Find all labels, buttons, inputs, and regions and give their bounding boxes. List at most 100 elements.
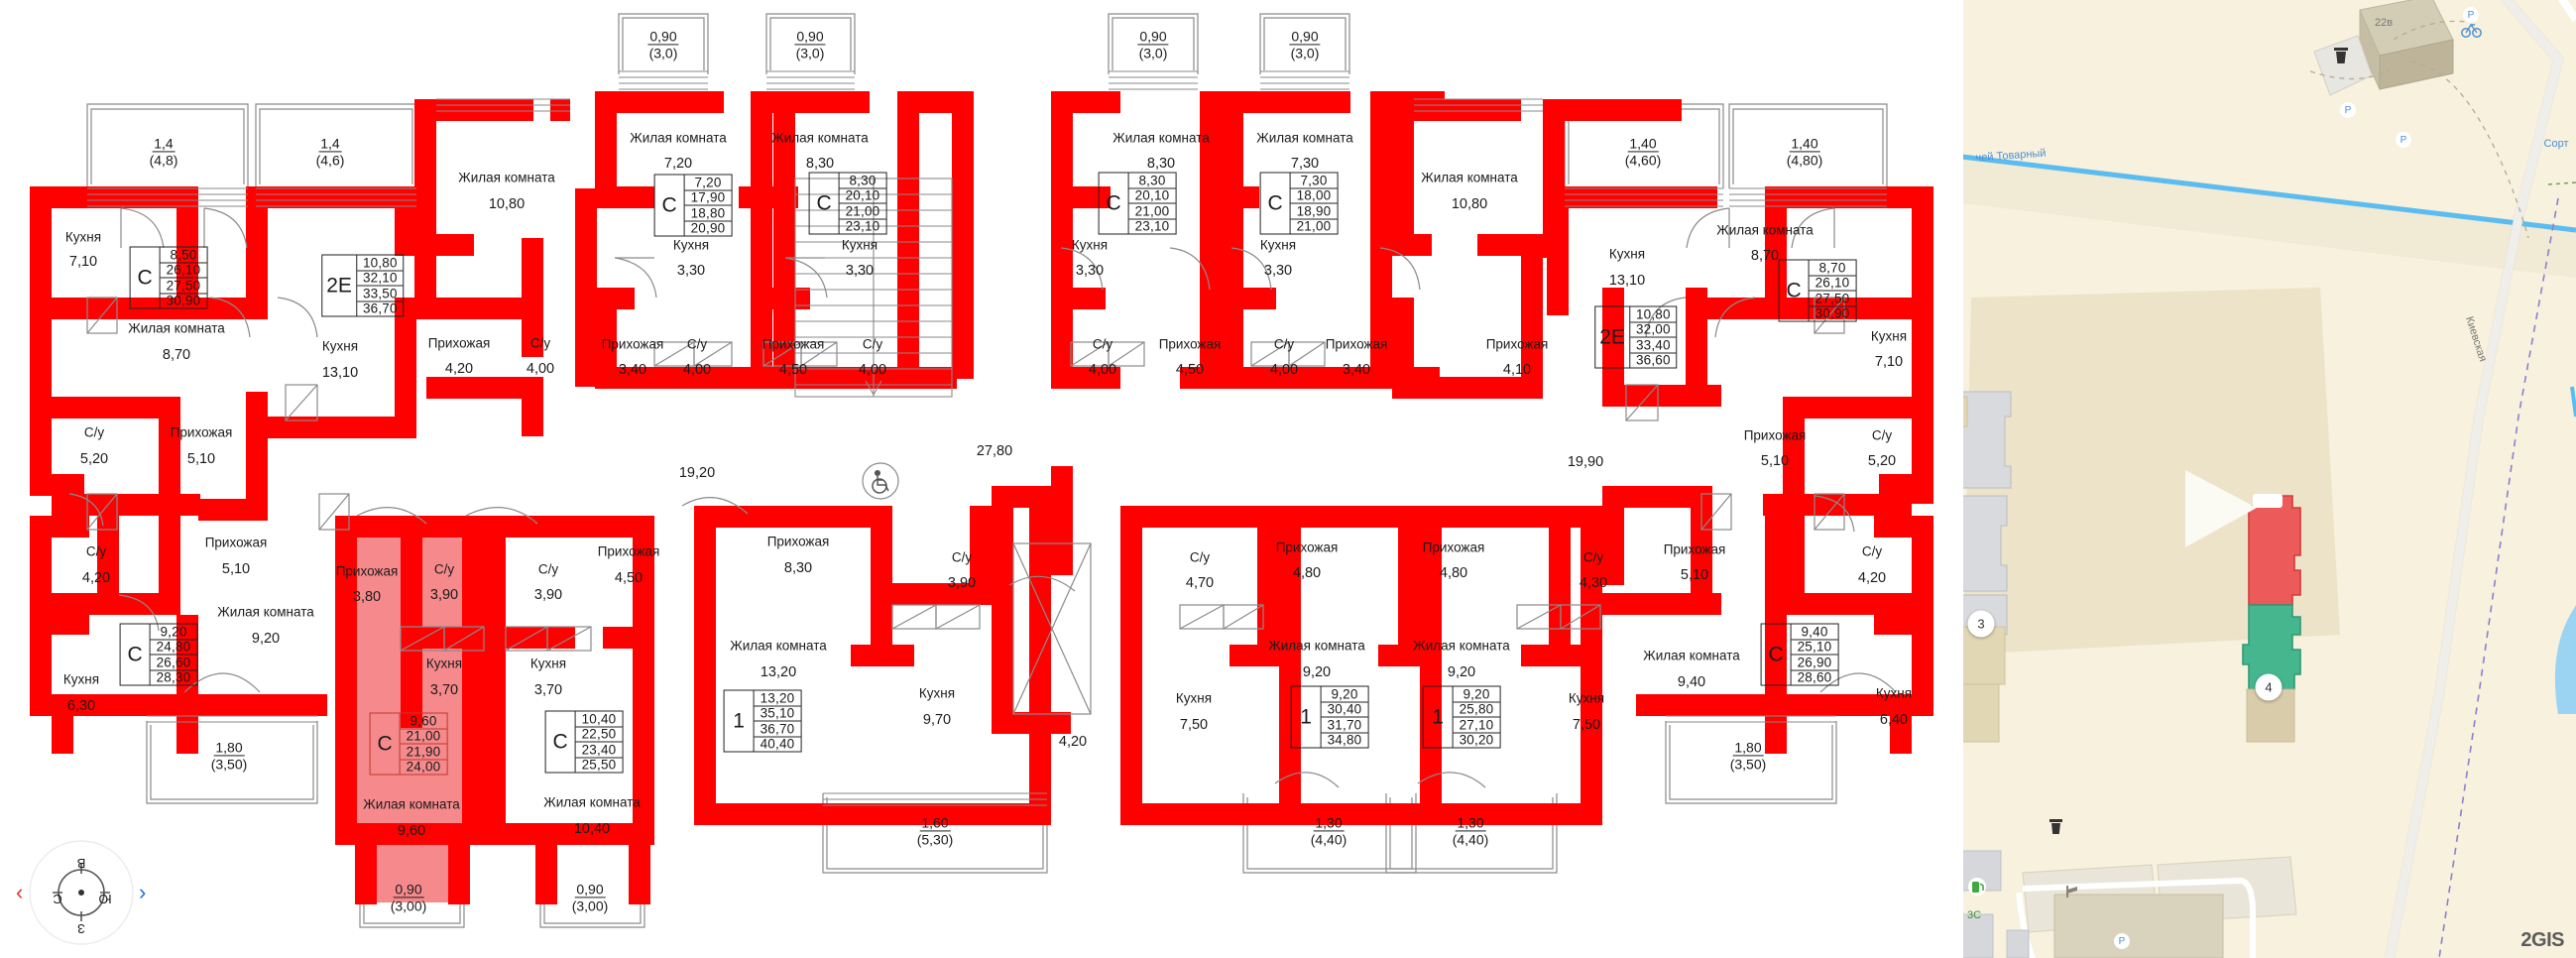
map-building-marker[interactable]: 3 bbox=[1967, 610, 1995, 638]
apartment-area-value: 32,00 bbox=[1629, 322, 1677, 338]
apartment-area-value: 36,70 bbox=[362, 300, 398, 316]
trash-icon-bottom bbox=[2049, 819, 2062, 834]
balcony-dimension-total: (3,0) bbox=[648, 45, 678, 61]
apartment-area-value: 9,60 bbox=[400, 714, 447, 729]
parking-pin-1[interactable]: P bbox=[2463, 7, 2479, 23]
apartment-area-value: 23,10 bbox=[1134, 218, 1170, 234]
apartment-area-value: 35,10 bbox=[754, 706, 801, 722]
balcony-dimension-value: 0,90 bbox=[794, 28, 826, 46]
parking-pin-4[interactable]: P bbox=[2114, 933, 2130, 949]
apartment-area-value: 18,80 bbox=[684, 206, 732, 221]
apartment-area-value: 30,90 bbox=[166, 293, 201, 308]
apartment-area-value: 21,00 bbox=[400, 729, 447, 745]
apartment-area-value: 33,40 bbox=[1629, 338, 1677, 353]
compass-next-button[interactable]: › bbox=[139, 880, 147, 904]
balcony-dimension-total: (5,30) bbox=[916, 831, 954, 848]
balcony-dimension: 1,30(4,40) bbox=[1311, 814, 1347, 847]
balcony-dimension: 1,30(4,40) bbox=[1453, 814, 1489, 847]
balcony-dimension: 0,90(3,0) bbox=[1137, 28, 1169, 61]
apartment-type-label: 1 bbox=[1424, 686, 1454, 748]
apartment-area-value: 18,90 bbox=[1290, 204, 1338, 219]
apartment-area-value: 24,00 bbox=[406, 759, 441, 775]
balcony-dimension-value: 1,80 bbox=[1732, 739, 1764, 757]
apartment-type-label: 1 bbox=[725, 690, 755, 752]
floor-plan-panel[interactable]: 1,4(4,8)1,4(4,6)0,90(3,0)0,90(3,0)0,90(3… bbox=[0, 0, 1963, 958]
apartment-area-value: 8,50 bbox=[160, 248, 207, 263]
apartment-area-value: 26,60 bbox=[150, 656, 197, 670]
apartment-area-value: 28,60 bbox=[1797, 669, 1832, 685]
apartment-area-value: 21,90 bbox=[400, 745, 447, 760]
apartment-type-label: С bbox=[1100, 173, 1129, 234]
balcony-dimension: 1,80(3,50) bbox=[1730, 739, 1767, 772]
balcony-outlines bbox=[86, 13, 1888, 928]
balcony-dimension-total: (3,0) bbox=[1290, 45, 1320, 61]
balcony-dimension-value: 1,80 bbox=[213, 739, 245, 757]
balcony-dimension-total: (4,40) bbox=[1452, 831, 1489, 848]
apartment-area-value: 21,00 bbox=[1296, 218, 1332, 234]
balcony-dimension: 1,40(4,60) bbox=[1625, 135, 1662, 168]
apartment-area-value: 30,40 bbox=[1321, 702, 1368, 718]
apartment-area-value: 18,00 bbox=[1290, 188, 1338, 204]
apartment-area-value: 34,80 bbox=[1327, 732, 1362, 748]
apartment-area-value: 21,00 bbox=[1128, 204, 1176, 219]
balcony-dimension-value: 1,30 bbox=[1313, 814, 1345, 832]
balcony-dimension-total: (3,50) bbox=[210, 756, 248, 773]
balcony-dimension-total: (3,00) bbox=[390, 898, 427, 914]
apartment-area-value: 10,40 bbox=[575, 712, 623, 727]
apartment-type-label: С bbox=[1261, 173, 1291, 234]
apartment-type-label: 2Е bbox=[1595, 306, 1630, 368]
apartment-area-value: 21,00 bbox=[839, 204, 886, 219]
apartment-type-label: 2Е bbox=[322, 255, 357, 316]
balcony-dimension: 1,80(3,50) bbox=[211, 739, 248, 772]
apartment-area-value: 26,10 bbox=[160, 263, 207, 279]
parking-pin-2[interactable]: P bbox=[2340, 102, 2356, 118]
apartment-area-value: 27,50 bbox=[160, 279, 207, 294]
map-drawing bbox=[1963, 0, 2576, 958]
map-street-label: Сорт bbox=[2543, 138, 2569, 150]
apartment-area-value: 9,20 bbox=[150, 625, 197, 640]
apartment-area-value: 7,30 bbox=[1290, 174, 1338, 188]
balcony-dimension-value: 0,90 bbox=[1289, 28, 1321, 46]
apartment-area-value: 9,20 bbox=[1321, 687, 1368, 702]
apartment-area-value: 31,70 bbox=[1321, 718, 1368, 733]
balcony-dimension-total: (3,50) bbox=[1729, 756, 1767, 773]
apartment-area-value: 32,10 bbox=[356, 271, 404, 287]
balcony-dimension: 0,90(3,00) bbox=[572, 881, 609, 913]
bus-stop-icon bbox=[2066, 886, 2077, 898]
compass-prev-button[interactable]: ‹ bbox=[16, 880, 24, 904]
elevator-shaft bbox=[1012, 542, 1092, 715]
balcony-dimension: 0,90(3,00) bbox=[391, 881, 427, 913]
compass-rose[interactable]: С Ю В З ‹ › bbox=[10, 833, 178, 952]
balcony-dimension-total: (4,60) bbox=[1624, 152, 1662, 169]
trash-icon-top bbox=[2334, 48, 2348, 63]
balcony-dimension: 1,4(4,6) bbox=[316, 135, 345, 168]
apartment-area-value: 25,10 bbox=[1791, 640, 1838, 656]
balcony-dimension-value: 0,90 bbox=[647, 28, 679, 46]
apartment-area-value: 27,10 bbox=[1453, 718, 1500, 733]
apartment-area-value: 17,90 bbox=[684, 190, 732, 206]
apartment-type-label: С bbox=[546, 711, 576, 773]
bicycle-icon bbox=[2461, 23, 2482, 38]
parking-pin-3[interactable]: P bbox=[2396, 132, 2411, 148]
map-building-marker[interactable]: 4 bbox=[2255, 673, 2283, 701]
apartment-area-value: 26,10 bbox=[1809, 276, 1856, 292]
